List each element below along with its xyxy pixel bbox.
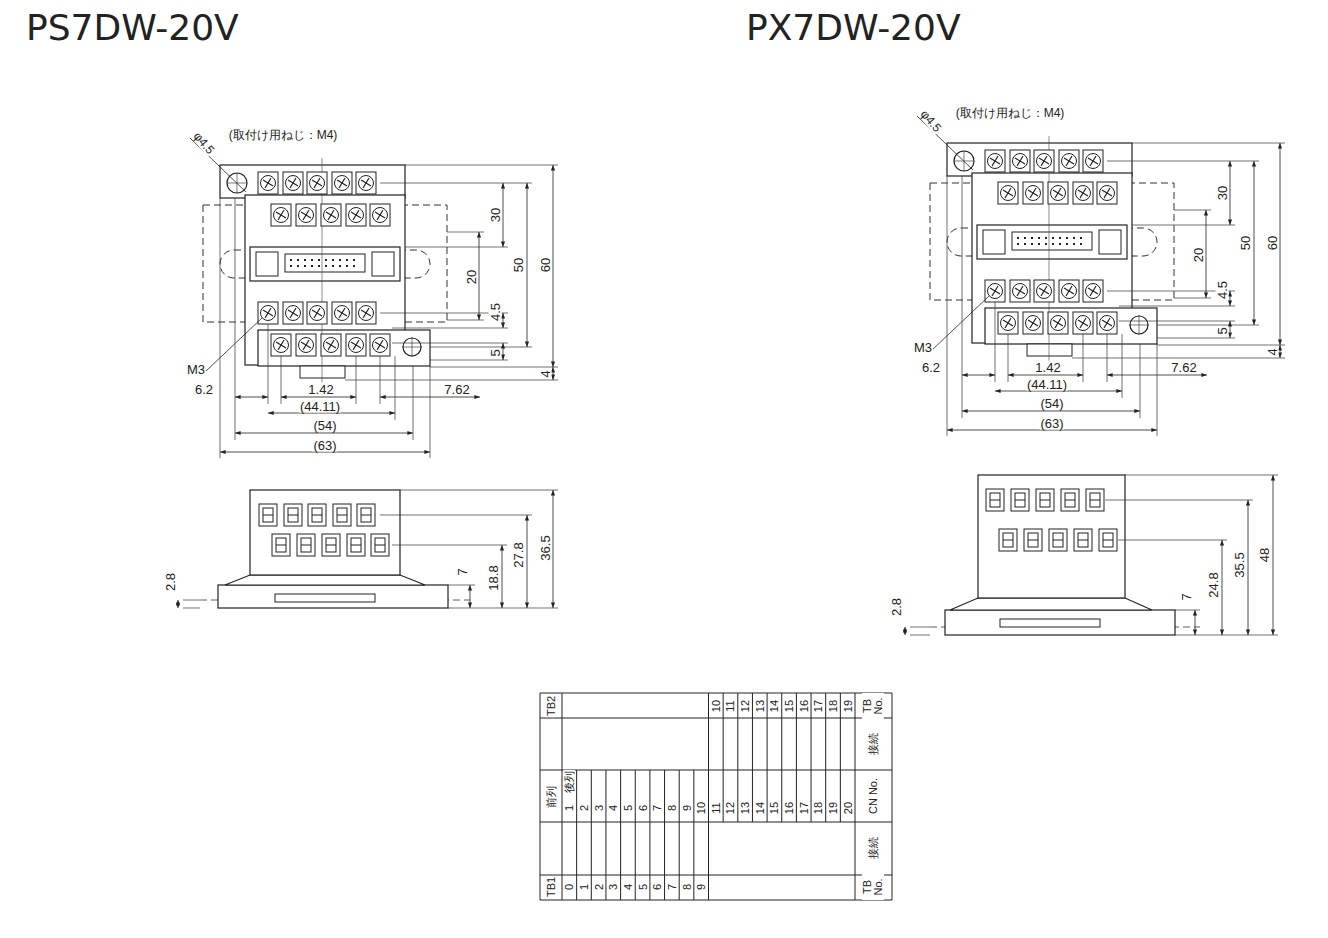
table-cell: 7 bbox=[666, 883, 677, 891]
dimension-label: 2.8 bbox=[164, 572, 177, 592]
dimension-label: (54) bbox=[1039, 397, 1064, 410]
table-cell: 2 bbox=[593, 883, 604, 891]
table-cell: 10 bbox=[696, 801, 707, 815]
table-cell: TB1 bbox=[546, 876, 557, 898]
table-cell: 0 bbox=[564, 883, 575, 891]
table-cell: 18 bbox=[828, 699, 839, 713]
table-cell: 19 bbox=[828, 801, 839, 815]
table-cell: 3 bbox=[608, 883, 619, 891]
table-cell: 6 bbox=[652, 883, 663, 891]
dimension-label: 1.42 bbox=[1034, 361, 1061, 374]
dimension-label: 27.8 bbox=[512, 541, 525, 568]
table-cell: 13 bbox=[754, 699, 765, 713]
table-cell: 9 bbox=[696, 883, 707, 891]
dimension-label: (44.11) bbox=[299, 400, 341, 413]
dimension-label: (54) bbox=[312, 419, 337, 432]
table-cell: 11 bbox=[710, 801, 721, 814]
model-title: PS7DW-20V bbox=[25, 10, 240, 46]
table-cell: 12 bbox=[725, 801, 736, 815]
table-cell: 12 bbox=[740, 699, 751, 713]
dimension-label: 60 bbox=[539, 257, 552, 273]
dimension-label: 4.5 bbox=[489, 302, 502, 322]
table-cell: 1 bbox=[578, 883, 589, 891]
dimension-label: 5 bbox=[1216, 326, 1229, 335]
dimension-label: (63) bbox=[312, 439, 337, 452]
dimension-label: (63) bbox=[1039, 417, 1064, 430]
table-cell: 17 bbox=[798, 801, 809, 815]
dimension-label: 50 bbox=[1239, 235, 1252, 251]
table-cell: 5 bbox=[637, 883, 648, 891]
dimension-label: 24.8 bbox=[1207, 571, 1220, 598]
table-cell: 17 bbox=[813, 699, 824, 713]
dimension-label: 48 bbox=[1258, 547, 1271, 563]
dimension-label: 7.62 bbox=[1170, 361, 1197, 374]
table-cell: 8 bbox=[681, 883, 692, 891]
dimension-label: 6.2 bbox=[921, 361, 941, 374]
dimension-label: 6.2 bbox=[194, 383, 214, 396]
dimension-label: φ4.5 bbox=[918, 107, 944, 135]
table-cell: 前列 bbox=[546, 785, 557, 809]
table-cell: 4 bbox=[608, 804, 619, 812]
table-cell: 11 bbox=[725, 699, 736, 712]
dimension-label: 30 bbox=[489, 207, 502, 223]
table-cell: 3 bbox=[593, 804, 604, 812]
table-cell: 14 bbox=[754, 801, 765, 815]
dimension-label: 4 bbox=[1266, 347, 1279, 356]
table-cell: 8 bbox=[666, 804, 677, 812]
table-cell: CN No. bbox=[868, 777, 879, 815]
table-cell: 接続 bbox=[868, 836, 879, 860]
table-cell: 後列 bbox=[564, 770, 575, 794]
dimension-label: 30 bbox=[1216, 185, 1229, 201]
table-cell: TB2 bbox=[546, 695, 557, 717]
table-cell: 14 bbox=[769, 699, 780, 713]
table-cell: 7 bbox=[652, 804, 663, 812]
table-cell: 9 bbox=[681, 804, 692, 812]
table-cell: 4 bbox=[622, 883, 633, 891]
table-cell: 16 bbox=[784, 801, 795, 815]
table-cell: 6 bbox=[637, 804, 648, 812]
table-cell: 13 bbox=[740, 801, 751, 815]
dimension-label: 7 bbox=[456, 567, 469, 576]
dimension-label: φ4.5 bbox=[191, 129, 217, 157]
table-cell: 1 bbox=[564, 804, 575, 812]
table-cell: TB No. bbox=[862, 874, 884, 900]
dimension-label: 4.5 bbox=[1216, 280, 1229, 300]
table-cell: 16 bbox=[798, 699, 809, 713]
dimension-label: 18.8 bbox=[487, 564, 500, 591]
dimension-label: M3 bbox=[186, 363, 206, 376]
table-cell: 15 bbox=[784, 699, 795, 713]
dimension-label: 35.5 bbox=[1233, 551, 1246, 578]
table-cell: 2 bbox=[578, 804, 589, 812]
dimension-label: 20 bbox=[465, 269, 478, 285]
table-cell: 5 bbox=[622, 804, 633, 812]
dimension-label: 36.5 bbox=[539, 534, 552, 561]
dimension-label: M3 bbox=[913, 341, 933, 354]
table-cell: 20 bbox=[842, 801, 853, 815]
table-cell: 18 bbox=[813, 801, 824, 815]
table-cell: TB No. bbox=[862, 693, 884, 719]
model-title: PX7DW-20V bbox=[745, 10, 962, 46]
table-cell: 15 bbox=[769, 801, 780, 815]
table-cell: 10 bbox=[710, 699, 721, 713]
dimension-label: (取付け用ねじ：M4) bbox=[955, 107, 1066, 119]
dimension-label: (44.11) bbox=[1026, 378, 1068, 391]
dimension-label: 50 bbox=[512, 257, 525, 273]
dimension-label: 20 bbox=[1192, 247, 1205, 263]
dimension-label: (取付け用ねじ：M4) bbox=[228, 129, 339, 141]
dimension-label: 7.62 bbox=[443, 383, 470, 396]
table-cell: 接続 bbox=[868, 732, 879, 756]
dimension-label: 2.8 bbox=[890, 597, 903, 617]
dimension-label: 4 bbox=[539, 369, 552, 378]
dimension-label: 1.42 bbox=[307, 383, 334, 396]
dimension-label: 5 bbox=[489, 348, 502, 357]
dimension-label: 60 bbox=[1266, 235, 1279, 251]
dimension-label: 7 bbox=[1180, 592, 1193, 601]
table-cell: 19 bbox=[842, 699, 853, 713]
